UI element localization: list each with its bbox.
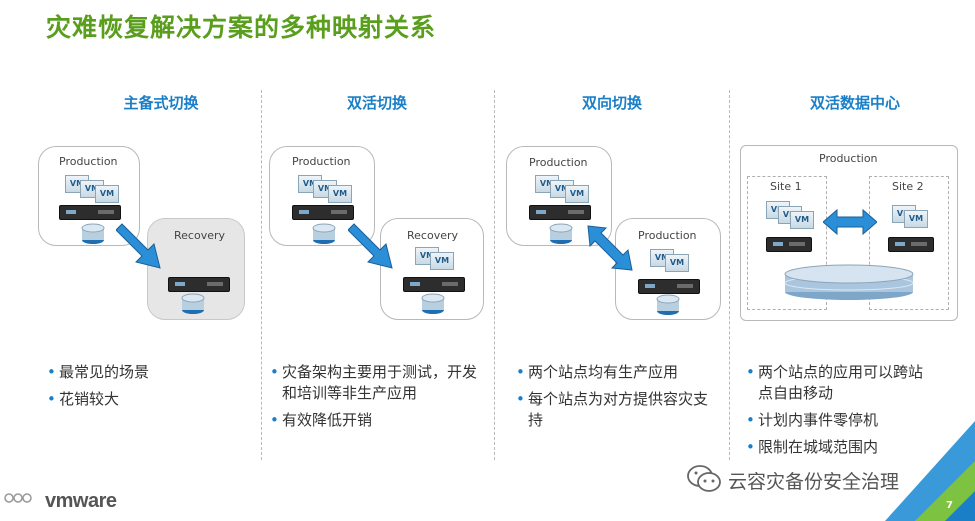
page-title: 灾难恢复解决方案的多种映射关系 [46,8,436,44]
col-title-1: 主备式切换 [46,92,276,113]
vm-icon: VM [430,252,454,270]
box-label: Production [529,156,588,169]
box-label: Production [292,155,351,168]
box-label: Production [819,152,878,165]
col-title-3: 双向切换 [497,92,727,113]
double-arrow-icon [823,208,877,236]
bullet-item: 灾备架构主要用于测试，开发和培训等非生产应用 [270,362,485,404]
bullet-item: 两个站点均有生产应用 [516,362,716,383]
arrow-icon [348,222,398,272]
bullet-item: 两个站点的应用可以跨站点自由移动 [746,362,926,404]
bullet-list-1: 最常见的场景 花销较大 [47,362,247,416]
divider-2 [494,90,495,460]
wechat-icon [686,464,722,494]
bullet-item: 花销较大 [47,389,247,410]
vm-icon: VM [790,211,814,229]
server-icon [766,237,812,252]
box-label: Recovery [407,229,458,242]
vmware-logo: vmware [45,490,117,513]
bullet-item: 有效降低开销 [270,410,485,431]
database-icon [81,223,105,245]
database-icon [181,293,205,315]
server-icon [529,205,591,220]
col-title-2: 双活切换 [262,92,492,113]
box-label: Production [638,229,697,242]
database-icon [421,293,445,315]
corner-decoration [865,421,975,521]
brand-mark-icon [4,491,34,505]
vm-icon: VM [665,254,689,272]
arrow-icon [116,222,166,272]
server-icon [638,279,700,294]
server-icon [292,205,354,220]
active-active-dc-box: Production Site 1 VM VM VM Site 2 VM VM [740,145,958,321]
bullet-item: 每个站点为对方提供容灾支持 [516,389,716,431]
database-icon [312,223,336,245]
bullet-list-3: 两个站点均有生产应用 每个站点为对方提供容灾支持 [516,362,716,437]
server-icon [168,277,230,292]
site-label: Site 1 [770,180,802,193]
divider-1 [261,90,262,460]
vm-icon: VM [95,185,119,203]
vm-icon: VM [328,185,352,203]
database-icon [656,294,680,316]
site-label: Site 2 [892,180,924,193]
bullet-list-2: 灾备架构主要用于测试，开发和培训等非生产应用 有效降低开销 [270,362,485,437]
bullet-item: 最常见的场景 [47,362,247,383]
vm-icon: VM [565,185,589,203]
col-title-4: 双活数据中心 [740,92,970,113]
server-icon [59,205,121,220]
box-label: Recovery [174,229,225,242]
page-number: 7 [946,500,953,511]
divider-3 [729,90,730,460]
vm-icon: VM [904,210,928,228]
database-icon [549,223,573,245]
server-icon [888,237,934,252]
box-label: Production [59,155,118,168]
shared-storage-icon [783,262,915,302]
bidirectional-arrow-icon [586,224,636,274]
server-icon [403,277,465,292]
